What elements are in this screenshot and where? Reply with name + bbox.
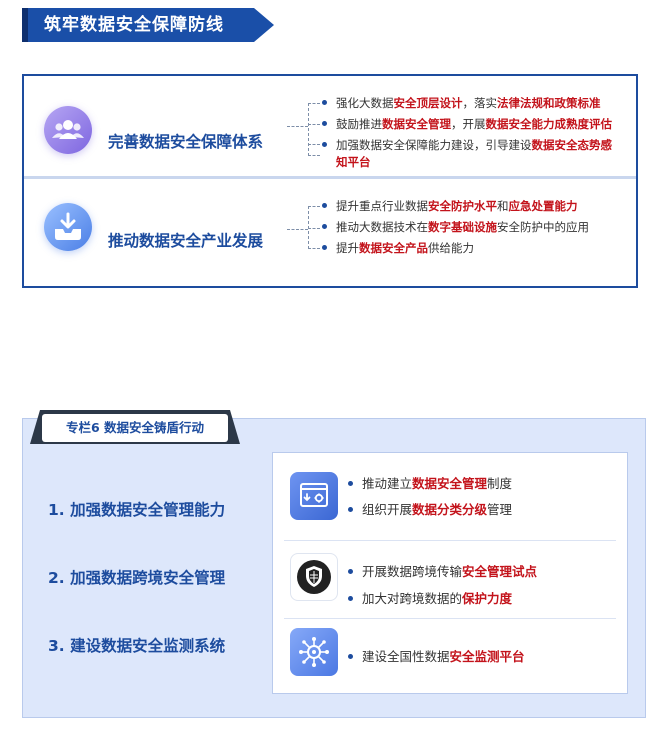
action-bullet: 加大对跨境数据的保护力度 xyxy=(348,588,512,607)
bullet-dot xyxy=(348,654,353,659)
bullet-dot xyxy=(348,569,353,574)
bullet-text: 管理 xyxy=(487,502,513,517)
highlight-text: 知平台 xyxy=(336,155,371,169)
bracket-tick xyxy=(308,124,320,125)
bullet-item: 推动大数据技术在数字基础设施安全防护中的应用 xyxy=(322,220,589,235)
bullet-text: ，落实 xyxy=(462,96,498,110)
bullet-item-continuation: 知平台 xyxy=(336,155,371,170)
bullet-text: 开展数据跨境传输 xyxy=(362,564,463,579)
bullet-dot xyxy=(322,224,327,229)
bullet-dot xyxy=(322,121,327,126)
bullet-dot xyxy=(322,100,327,105)
connector-line xyxy=(287,229,308,230)
bullet-text: 组织开展 xyxy=(362,502,413,517)
bullet-text: 加强数据安全保障能力建设，引导建设 xyxy=(336,138,532,152)
highlight-text: 数据分类分级 xyxy=(412,502,488,517)
bullet-text: 制度 xyxy=(487,476,513,491)
action-bullet: 建设全国性数据安全监测平台 xyxy=(348,646,525,665)
row-divider xyxy=(24,176,636,179)
highlight-text: 安全监测平台 xyxy=(449,649,525,664)
bullet-text: 推动建立 xyxy=(362,476,413,491)
action-bullet: 推动建立数据安全管理制度 xyxy=(348,473,512,492)
inbox-download-icon xyxy=(44,203,92,251)
bullet-text: 推动大数据技术在 xyxy=(336,220,428,234)
bullet-text: 强化大数据 xyxy=(336,96,394,110)
section-title: 筑牢数据安全保障防线 xyxy=(44,15,224,35)
highlight-text: 安全顶层设计 xyxy=(393,96,463,110)
panel-divider xyxy=(284,540,616,541)
highlight-text: 数据安全管理 xyxy=(412,476,488,491)
bullet-text: 建设全国性数据 xyxy=(362,649,450,664)
bullet-item: 强化大数据安全顶层设计，落实法律法规和政策标准 xyxy=(322,96,601,111)
highlight-text: 数据安全能力成熟度评估 xyxy=(485,117,613,131)
bullet-dot xyxy=(348,481,353,486)
bullet-dot xyxy=(322,203,327,208)
highlight-text: 法律法规和政策标准 xyxy=(497,96,601,110)
bullet-item: 加强数据安全保障能力建设，引导建设数据安全态势感 xyxy=(322,138,612,153)
row-title-system: 完善数据安全保障体系 xyxy=(108,133,264,151)
highlight-text: 保护力度 xyxy=(462,591,513,606)
bullet-dot xyxy=(348,507,353,512)
bullet-text: 和 xyxy=(497,199,509,213)
action-item-1: 1. 加强数据安全管理能力 xyxy=(48,501,226,519)
highlight-text: 安全管理试点 xyxy=(462,564,538,579)
bullet-dot xyxy=(322,245,327,250)
bullet-text: 提升重点行业数据 xyxy=(336,199,428,213)
row-title-industry: 推动数据安全产业发展 xyxy=(108,232,264,250)
bullet-dot xyxy=(348,596,353,601)
highlight-text: 数据安全管理 xyxy=(382,117,451,131)
shield-globe-icon xyxy=(290,553,338,601)
group-people-icon xyxy=(44,106,92,154)
bracket-tick xyxy=(308,144,320,145)
bullet-text: ，开展 xyxy=(451,117,486,131)
section-title-banner xyxy=(22,8,274,42)
highlight-text: 数据安全产品 xyxy=(359,241,428,255)
highlight-text: 数字基础设施 xyxy=(428,220,497,234)
bullet-item: 提升重点行业数据安全防护水平和应急处置能力 xyxy=(322,199,578,214)
highlight-text: 数据安全态势感 xyxy=(531,138,613,152)
network-monitor-icon xyxy=(290,628,338,676)
bullet-text: 提升 xyxy=(336,241,359,255)
bullet-text: 供给能力 xyxy=(428,241,474,255)
panel-divider xyxy=(284,618,616,619)
column-tab-label: 专栏6 数据安全铸盾行动 xyxy=(42,414,228,442)
bullet-text: 加大对跨境数据的 xyxy=(362,591,463,606)
gear-window-icon xyxy=(290,472,338,520)
bullet-bracket xyxy=(308,103,320,156)
connector-line xyxy=(287,126,308,127)
highlight-text: 应急处置能力 xyxy=(508,199,578,213)
section-title-accent xyxy=(22,8,28,42)
bullet-text: 鼓励推进 xyxy=(336,117,382,131)
bracket-tick xyxy=(308,228,320,229)
action-bullet: 开展数据跨境传输安全管理试点 xyxy=(348,561,537,580)
bullet-item: 鼓励推进数据安全管理，开展数据安全能力成熟度评估 xyxy=(322,117,612,132)
highlight-text: 安全防护水平 xyxy=(428,199,497,213)
bullet-bracket xyxy=(308,206,320,249)
bullet-item: 提升数据安全产品供给能力 xyxy=(322,241,474,256)
bullet-dot xyxy=(322,142,327,147)
action-item-3: 3. 建设数据安全监测系统 xyxy=(48,637,226,655)
action-bullet: 组织开展数据分类分级管理 xyxy=(348,499,512,518)
bullet-text: 安全防护中的应用 xyxy=(497,220,589,234)
safeguard-box xyxy=(22,74,638,288)
action-item-2: 2. 加强数据跨境安全管理 xyxy=(48,569,226,587)
